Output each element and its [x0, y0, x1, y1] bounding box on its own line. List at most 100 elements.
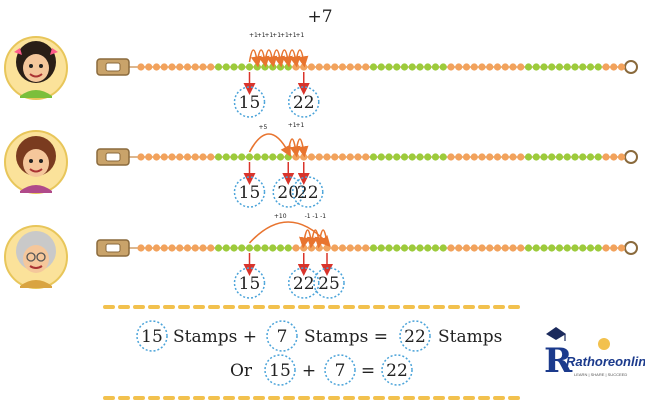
bead — [447, 244, 455, 252]
bead — [245, 63, 254, 71]
bead — [269, 153, 277, 161]
woman-avatar — [4, 130, 68, 194]
bead — [393, 63, 401, 71]
bead — [300, 244, 308, 252]
bead — [524, 244, 533, 252]
bead — [455, 153, 463, 161]
eq1-b: 7 — [277, 327, 288, 347]
bead — [571, 63, 579, 71]
bead — [238, 63, 246, 71]
bead — [276, 244, 285, 252]
bead — [431, 63, 440, 71]
bead — [152, 63, 161, 71]
string-ring — [624, 150, 638, 164]
bead — [315, 153, 323, 161]
bead — [323, 63, 331, 71]
bead — [191, 244, 199, 252]
bead — [245, 153, 254, 161]
bead — [222, 63, 230, 71]
bead — [400, 153, 409, 161]
bead — [346, 63, 354, 71]
marked-number: 15 — [239, 183, 261, 203]
bead — [408, 153, 416, 161]
bead — [292, 244, 300, 252]
eq1-b-word: Stamps = — [304, 327, 388, 347]
bead — [532, 244, 540, 252]
eq1-a: 15 — [141, 327, 163, 347]
marked-number: 22 — [293, 274, 315, 294]
bead — [323, 153, 331, 161]
bead — [610, 244, 618, 252]
bead — [501, 153, 509, 161]
bead — [431, 244, 440, 252]
bead — [501, 63, 509, 71]
logo-text: Rathoreonline — [566, 354, 645, 369]
bead — [586, 244, 595, 252]
bead — [284, 63, 292, 71]
bead — [199, 63, 207, 71]
eq2-equals: = — [361, 361, 375, 381]
bead — [493, 244, 502, 252]
bead — [362, 63, 370, 71]
bead — [176, 63, 184, 71]
bead — [586, 153, 595, 161]
bead — [183, 244, 192, 252]
bead — [571, 244, 579, 252]
bead — [455, 244, 463, 252]
number-circle — [272, 176, 304, 208]
jump-arc — [248, 221, 331, 248]
jump-arc — [248, 49, 262, 68]
jump-label: -1 — [320, 213, 326, 220]
bead — [532, 63, 540, 71]
bead — [307, 153, 316, 161]
bead-string-1 — [96, 58, 638, 76]
number-circle — [233, 86, 266, 118]
bead — [424, 63, 432, 71]
bead — [563, 153, 571, 161]
bead — [462, 63, 471, 71]
bead — [207, 153, 215, 161]
bead — [579, 153, 587, 161]
bead — [571, 153, 579, 161]
jump-arc — [299, 229, 313, 249]
bead — [315, 63, 323, 71]
bead — [261, 244, 269, 252]
marked-number: 15 — [239, 274, 261, 294]
bead — [517, 153, 525, 161]
bead — [276, 63, 285, 71]
bead — [269, 244, 277, 252]
bead — [338, 153, 347, 161]
row1-jump-title: +7 — [307, 7, 332, 27]
equation-1: 15 Stamps + 7 Stamps = 22 Stamps — [136, 320, 502, 352]
bead — [493, 63, 502, 71]
rathoreonline-logo: R Rathoreonline LEARN | SHARE | SUCCEED — [544, 327, 645, 381]
bead — [555, 63, 564, 71]
string-ring — [624, 60, 638, 74]
bead — [238, 153, 246, 161]
jump-label: +1 — [280, 32, 289, 39]
bead — [416, 244, 424, 252]
bead — [276, 153, 285, 161]
jump-arc — [279, 49, 293, 68]
bead — [524, 153, 533, 161]
bead — [230, 244, 238, 252]
bead — [532, 153, 540, 161]
bead — [602, 63, 610, 71]
marked-number: 22 — [297, 183, 319, 203]
bead — [199, 153, 207, 161]
bead — [377, 244, 385, 252]
marked-number: 22 — [293, 93, 315, 113]
bead — [555, 244, 564, 252]
bead — [385, 244, 393, 252]
bead — [354, 244, 362, 252]
bead — [362, 244, 370, 252]
bead — [292, 153, 300, 161]
bead — [439, 63, 447, 71]
bead — [548, 244, 556, 252]
bead — [137, 153, 145, 161]
clasp-slot — [105, 152, 121, 162]
bead — [176, 244, 184, 252]
bead — [447, 63, 455, 71]
girl-avatar — [4, 36, 68, 100]
